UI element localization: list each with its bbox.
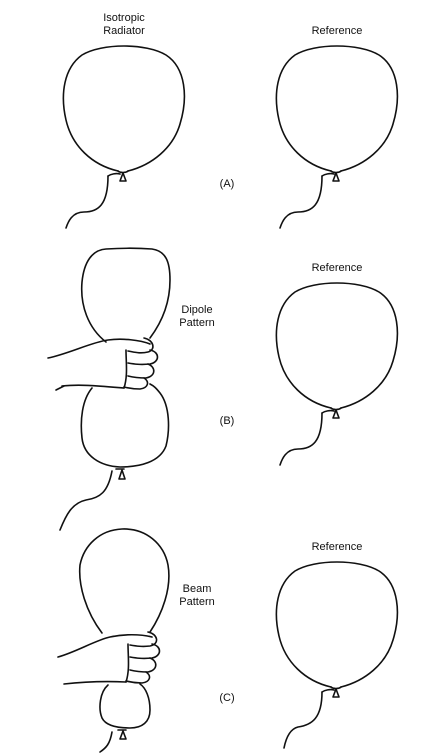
dipole-label-line2: Pattern xyxy=(179,317,214,329)
panel-b: Dipole Pattern (B) Reference xyxy=(47,247,399,531)
isotropic-label-line1: Isotropic xyxy=(103,12,145,24)
beam-balloon xyxy=(78,528,170,753)
panel-a: Isotropic Radiator (A) Reference xyxy=(62,12,399,229)
isotropic-label-line2: Radiator xyxy=(103,25,145,37)
panel-b-marker: (B) xyxy=(220,415,235,427)
reference-label-b: Reference xyxy=(312,262,363,274)
beam-label-line2: Pattern xyxy=(179,596,214,608)
panel-a-marker: (A) xyxy=(220,178,235,190)
dipole-label-line1: Dipole xyxy=(181,304,212,316)
beam-label-line1: Beam xyxy=(183,583,212,595)
panel-c: Beam Pattern (C) Reference xyxy=(57,528,399,753)
hand-b xyxy=(47,337,159,391)
reference-label-c: Reference xyxy=(312,541,363,553)
reference-label-a: Reference xyxy=(312,25,363,37)
reference-balloon-b xyxy=(275,282,399,466)
panel-c-marker: (C) xyxy=(219,692,234,704)
hand-c xyxy=(57,631,161,685)
reference-balloon-a xyxy=(275,45,399,229)
isotropic-balloon xyxy=(62,45,186,229)
reference-balloon-c xyxy=(275,561,399,749)
dipole-balloon xyxy=(59,247,171,531)
